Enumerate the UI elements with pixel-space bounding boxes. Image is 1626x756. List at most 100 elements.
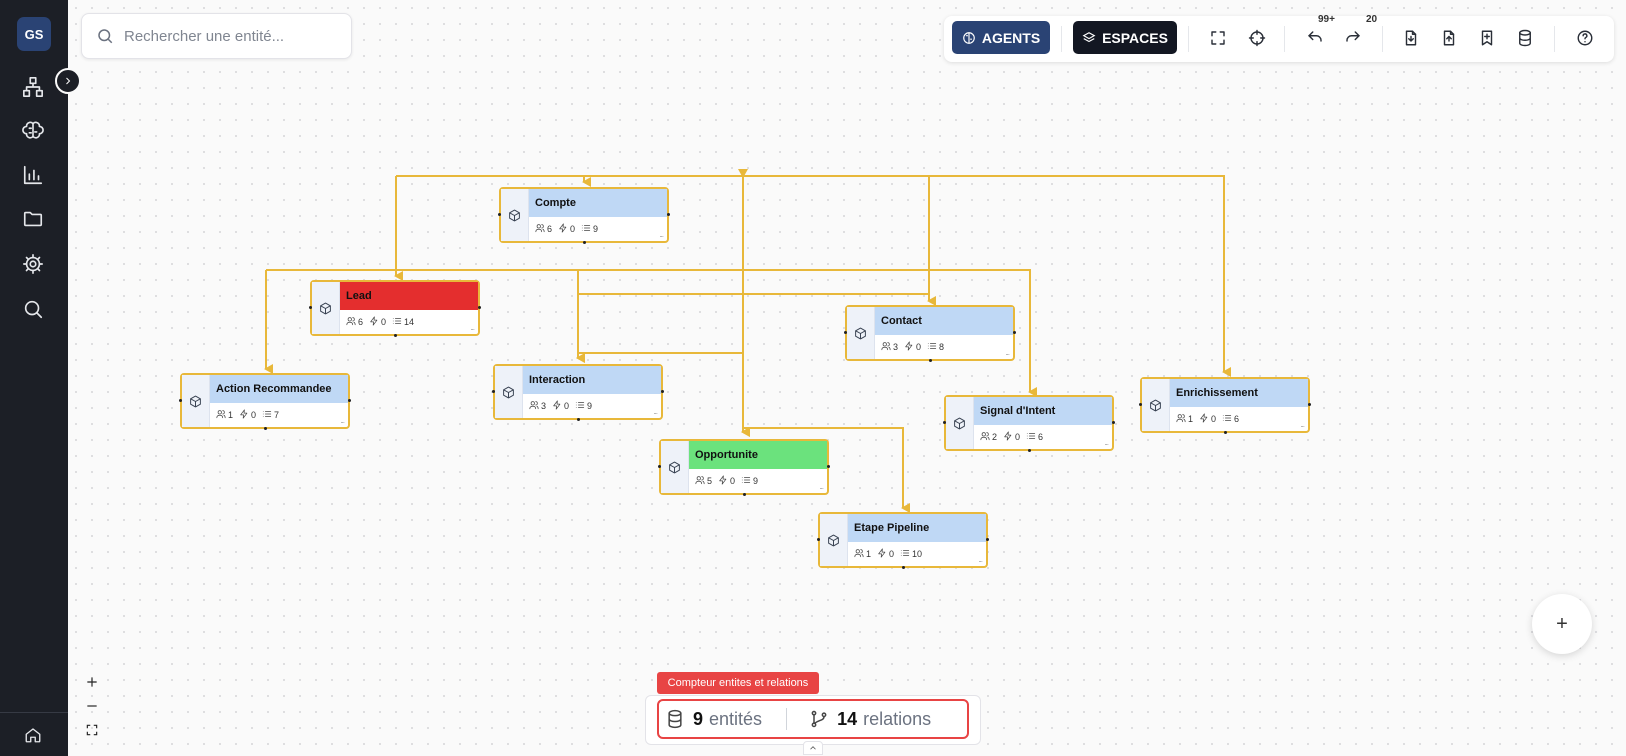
- hierarchy-icon[interactable]: [20, 74, 46, 100]
- users-count: 6: [358, 317, 364, 327]
- expand-counter-button[interactable]: [803, 741, 823, 755]
- connection-handle-right[interactable]: [667, 213, 670, 216]
- triggers-stat: 0: [877, 548, 894, 560]
- list-icon: [1222, 413, 1232, 425]
- connection-handle-left[interactable]: [492, 390, 495, 393]
- fields-count: 8: [939, 342, 945, 352]
- connection-handle-left[interactable]: [817, 538, 820, 541]
- relations-label: relations: [863, 708, 932, 729]
- connection-handle-right[interactable]: [1308, 403, 1311, 406]
- folder-icon[interactable]: [20, 206, 46, 232]
- connection-handle-bottom[interactable]: [394, 334, 397, 337]
- list-icon: [1026, 431, 1036, 443]
- undo-icon[interactable]: [1304, 27, 1326, 49]
- fields-stat: 6: [1222, 413, 1239, 425]
- connection-handle-right[interactable]: [478, 306, 481, 309]
- connection-handle-right[interactable]: [986, 538, 989, 541]
- resize-handle[interactable]: ...: [978, 555, 983, 564]
- triggers-stat: 0: [904, 341, 921, 353]
- bookmark-add-icon[interactable]: [1476, 27, 1498, 49]
- search-icon[interactable]: [20, 296, 46, 322]
- toolbar: AGENTS ESPACES 99+ 20: [944, 14, 1614, 62]
- triggers-stat: 0: [552, 400, 569, 412]
- users-count: 1: [228, 410, 234, 420]
- home-icon[interactable]: [20, 722, 46, 748]
- counter-panel: [645, 695, 981, 745]
- database-icon[interactable]: [1514, 27, 1536, 49]
- bolt-icon: [904, 341, 914, 353]
- users-count: 6: [547, 224, 553, 234]
- bar-chart-icon[interactable]: [20, 162, 46, 188]
- connection-handle-left[interactable]: [1139, 403, 1142, 406]
- connection-handle-bottom[interactable]: [1028, 449, 1031, 452]
- resize-handle[interactable]: ...: [1104, 438, 1109, 447]
- resize-handle[interactable]: ...: [1300, 420, 1305, 429]
- crosshair-icon[interactable]: [1246, 27, 1268, 49]
- file-download-icon[interactable]: [1400, 27, 1422, 49]
- resize-handle[interactable]: ...: [470, 323, 475, 332]
- sidebar-expand-button[interactable]: [55, 68, 81, 94]
- help-icon[interactable]: [1574, 27, 1596, 49]
- fullscreen-icon[interactable]: [1207, 27, 1229, 49]
- connection-handle-bottom[interactable]: [583, 241, 586, 244]
- users-stat: 3: [529, 400, 546, 412]
- entity-search-bar: [81, 13, 352, 59]
- connection-handle-bottom[interactable]: [743, 493, 746, 496]
- resize-handle[interactable]: ...: [653, 407, 658, 416]
- connection-handle-bottom[interactable]: [264, 427, 267, 430]
- connection-handle-left[interactable]: [844, 331, 847, 334]
- connection-handle-left[interactable]: [179, 399, 182, 402]
- connection-handle-left[interactable]: [658, 465, 661, 468]
- zoom-out-button[interactable]: [80, 694, 104, 718]
- avatar[interactable]: GS: [17, 17, 51, 51]
- connection-handle-right[interactable]: [827, 465, 830, 468]
- spaces-button[interactable]: ESPACES: [1073, 21, 1177, 54]
- bolt-icon: [239, 409, 249, 421]
- connection-handle-bottom[interactable]: [902, 566, 905, 569]
- agents-button[interactable]: AGENTS: [952, 21, 1050, 54]
- fit-view-button[interactable]: [80, 718, 104, 742]
- resize-handle[interactable]: ...: [819, 482, 824, 491]
- users-stat: 5: [695, 475, 712, 487]
- connection-handle-right[interactable]: [1013, 331, 1016, 334]
- resize-handle[interactable]: ...: [659, 230, 664, 239]
- triggers-stat: 0: [369, 316, 386, 328]
- users-count: 5: [707, 476, 713, 486]
- add-entity-button[interactable]: +: [1532, 594, 1592, 654]
- entity-title: Interaction: [523, 366, 661, 394]
- connection-handle-bottom[interactable]: [1224, 431, 1227, 434]
- brain-icon[interactable]: [20, 118, 46, 144]
- entity-title: Signal d'Intent: [974, 397, 1112, 425]
- connection-handle-bottom[interactable]: [577, 418, 580, 421]
- connection-handle-right[interactable]: [1112, 421, 1115, 424]
- connection-handle-left[interactable]: [309, 306, 312, 309]
- zoom-controls: [80, 670, 104, 742]
- list-icon: [581, 223, 591, 235]
- counter-separator: [786, 708, 788, 730]
- fields-stat: 8: [927, 341, 944, 353]
- connection-handle-left[interactable]: [498, 213, 501, 216]
- triggers-stat: 0: [1003, 431, 1020, 443]
- file-upload-icon[interactable]: [1438, 27, 1460, 49]
- connection-handle-right[interactable]: [661, 390, 664, 393]
- resize-handle[interactable]: ...: [340, 416, 345, 425]
- connection-handle-left[interactable]: [943, 421, 946, 424]
- gear-icon[interactable]: [20, 251, 46, 277]
- zoom-in-button[interactable]: [80, 670, 104, 694]
- resize-handle[interactable]: ...: [1005, 348, 1010, 357]
- sidebar-divider: [0, 712, 68, 713]
- connection-handle-right[interactable]: [348, 399, 351, 402]
- search-input[interactable]: [124, 27, 334, 45]
- connection-handle-bottom[interactable]: [929, 359, 932, 362]
- redo-icon[interactable]: [1342, 27, 1364, 49]
